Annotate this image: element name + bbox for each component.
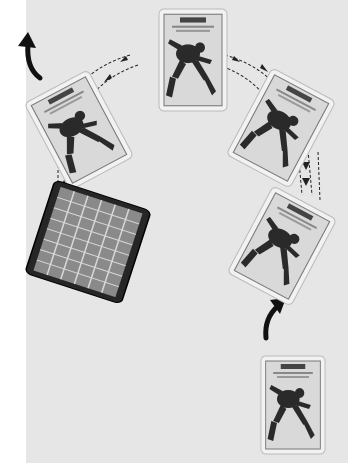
orbit-arrowhead (232, 56, 240, 62)
orbit-right-vertical-c (318, 152, 320, 200)
orbit-arrowhead (260, 64, 268, 72)
curved-arrow-left (10, 30, 46, 82)
card-bottom (260, 355, 326, 455)
card-top-artwork (158, 8, 228, 112)
orbit-arrowhead (302, 178, 310, 186)
orbit-right-vertical-b (308, 150, 312, 195)
card-bottom-artwork (260, 355, 326, 455)
card-top (158, 8, 228, 112)
orbit-arrowhead (104, 74, 112, 82)
curved-up-arrow-icon (10, 30, 46, 82)
